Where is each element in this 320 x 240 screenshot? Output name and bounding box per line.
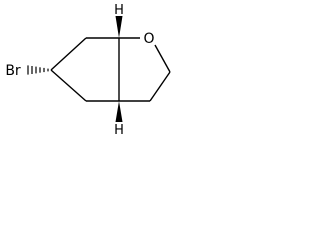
bond-c5-c6a	[50, 37, 87, 71]
atom-label-hydrogen-bottom: H	[114, 123, 124, 138]
structure-canvas: O Br H H	[0, 0, 182, 138]
hashed-bond-br	[27, 65, 49, 75]
wedge-bond-bottom-h	[115, 101, 123, 122]
bond-o-c2	[154, 44, 171, 73]
molecule-diagram: O Br H H	[5, 3, 171, 138]
bond-c2-c3	[149, 71, 171, 102]
wedge-bond-top-h	[115, 16, 123, 38]
bond-c5-c4	[50, 69, 87, 102]
atom-label-bromine: Br	[5, 63, 21, 79]
atom-label-hydrogen-top: H	[114, 3, 124, 18]
atom-label-oxygen: O	[143, 31, 154, 47]
